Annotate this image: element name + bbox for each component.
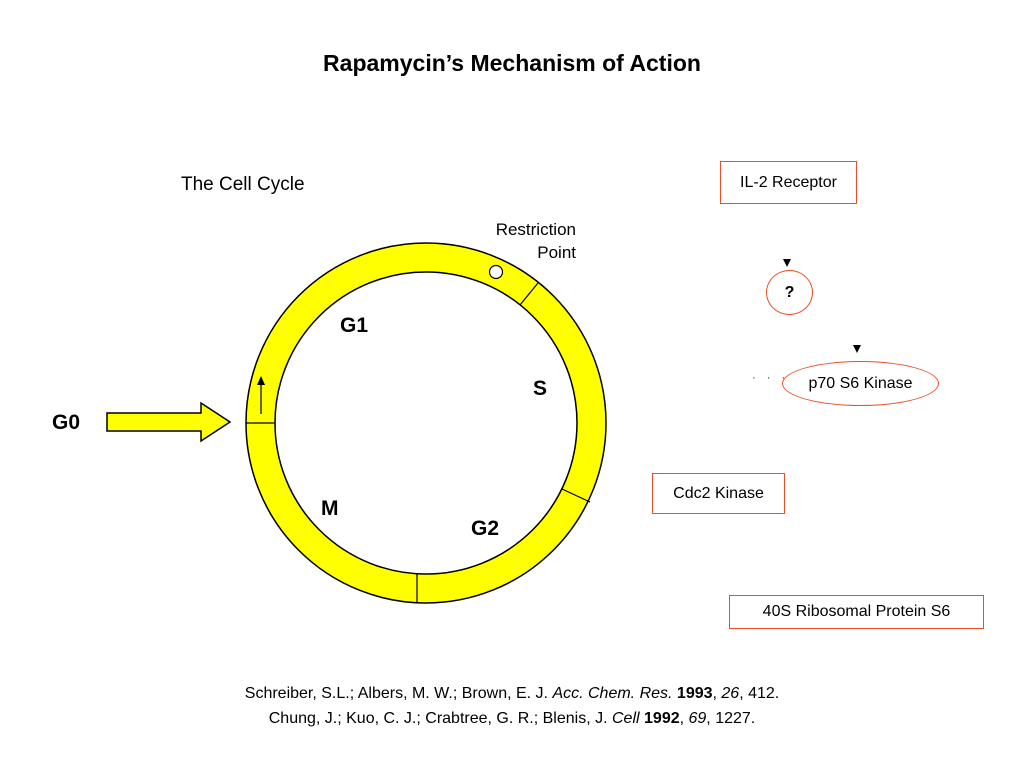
restriction-point-label: Restriction Point (460, 218, 576, 264)
reference-2-authors: Chung, J.; Kuo, C. J.; Crabtree, G. R.; … (268, 710, 612, 727)
restriction-point-marker (488, 264, 504, 280)
divider-g1-s (519, 282, 539, 306)
cdc2-kinase-box: Cdc2 Kinase (652, 473, 785, 514)
page-title: Rapamycin’s Mechanism of Action (323, 50, 701, 76)
reference-2: Chung, J.; Kuo, C. J.; Crabtree, G. R.; … (268, 710, 756, 727)
cell-cycle-ring (245, 242, 607, 604)
unknown-step-oval: ? (766, 270, 813, 315)
reference-2-journal: Cell (612, 710, 640, 727)
p70-s6-kinase-oval: p70 S6 Kinase (782, 361, 939, 406)
cell-cycle-heading: The Cell Cycle (181, 174, 305, 195)
phase-s-label: S (533, 377, 548, 400)
phase-g2-label: G2 (471, 517, 500, 540)
reference-1-journal: Acc. Chem. Res. (552, 685, 673, 702)
dotted-connector: · · · (752, 372, 790, 384)
reference-1-page: 412. (748, 685, 780, 702)
reference-2-volume: 69 (688, 710, 707, 727)
reference-1-authors: Schreiber, S.L.; Albers, M. W.; Brown, E… (244, 685, 553, 702)
arrow-to-p70-icon (853, 345, 861, 353)
restriction-point-line-2: Point (537, 243, 576, 262)
reference-1: Schreiber, S.L.; Albers, M. W.; Brown, E… (244, 685, 780, 702)
il2-receptor-box: IL-2 Receptor (720, 161, 857, 204)
references: Schreiber, S.L.; Albers, M. W.; Brown, E… (0, 681, 1024, 731)
reference-2-page: 1227. (715, 710, 756, 727)
phase-g1-label: G1 (340, 314, 369, 337)
reference-1-year: 1993 (676, 685, 713, 702)
reference-1-volume: 26 (721, 685, 740, 702)
reference-2-year: 1992 (644, 710, 680, 727)
direction-arrow-head (257, 376, 265, 385)
ribosomal-protein-box: 40S Ribosomal Protein S6 (729, 595, 984, 629)
phase-m-label: M (321, 497, 339, 520)
phase-g0-label: G0 (52, 411, 81, 434)
g0-entry-arrow (106, 401, 232, 443)
divider-s-g2 (561, 488, 591, 503)
arrow-to-unknown-icon (783, 259, 791, 267)
restriction-point-line-1: Restriction (495, 220, 576, 239)
